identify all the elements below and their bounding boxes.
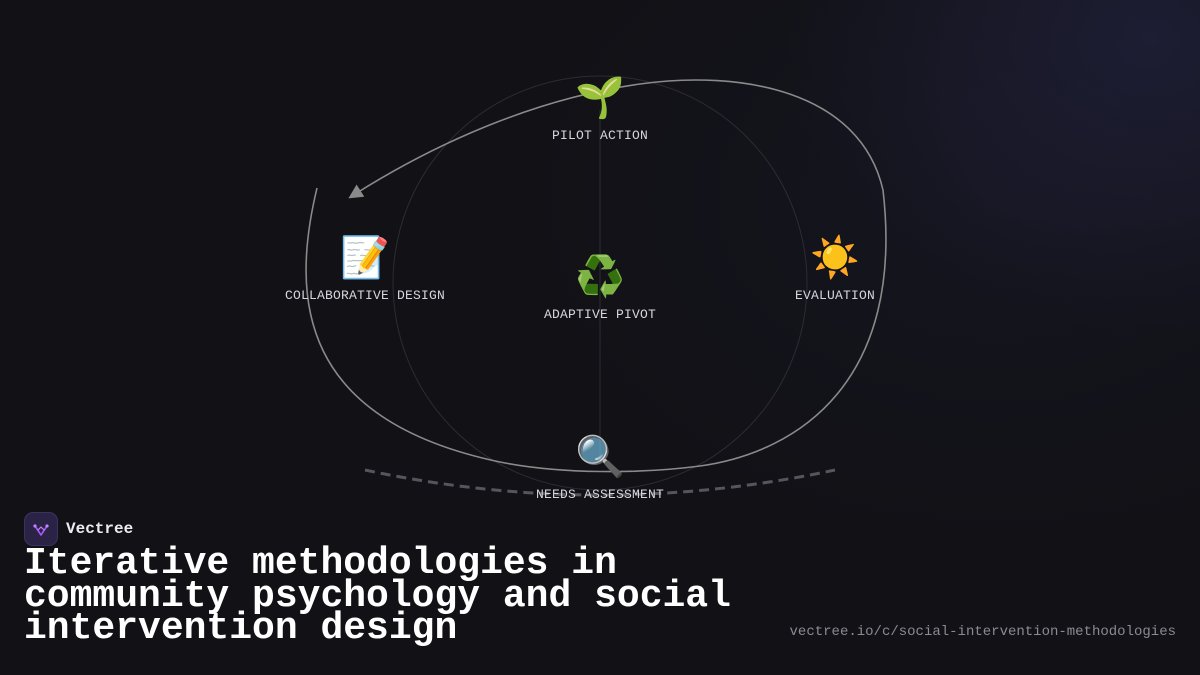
node-label: ADAPTIVE PIVOT [543, 307, 657, 322]
magnifier-icon: 🔍 [575, 434, 625, 480]
page-title: Iterative methodologies in community psy… [24, 542, 731, 650]
node-label: NEEDS ASSESSMENT [535, 487, 665, 502]
node-evaluation: ☀️ EVALUATION [795, 234, 875, 303]
node-pilot-action: 🌱 PILOT ACTION [552, 74, 648, 143]
node-needs-assessment: 🔍 NEEDS ASSESSMENT [536, 433, 664, 502]
node-label: COLLABORATIVE DESIGN [284, 288, 446, 303]
node-label: EVALUATION [794, 288, 876, 303]
cycle-loop-path [305, 79, 887, 473]
node-collaborative-design: 📝 COLLABORATIVE DESIGN [285, 234, 445, 303]
node-adaptive-pivot: ♻️ ADAPTIVE PIVOT [544, 253, 656, 322]
seedling-icon: 🌱 [575, 75, 625, 121]
memo-icon: 📝 [340, 235, 390, 281]
sun-icon: ☀️ [810, 235, 860, 281]
vectree-logo-icon [24, 512, 58, 546]
source-url[interactable]: vectree.io/c/social-intervention-methodo… [789, 624, 1176, 640]
brand[interactable]: Vectree [24, 512, 133, 546]
recycle-icon: ♻️ [575, 254, 625, 300]
guide-circle [392, 75, 808, 491]
node-label: PILOT ACTION [551, 128, 649, 143]
brand-name: Vectree [66, 520, 134, 538]
dashed-arc [364, 468, 836, 497]
